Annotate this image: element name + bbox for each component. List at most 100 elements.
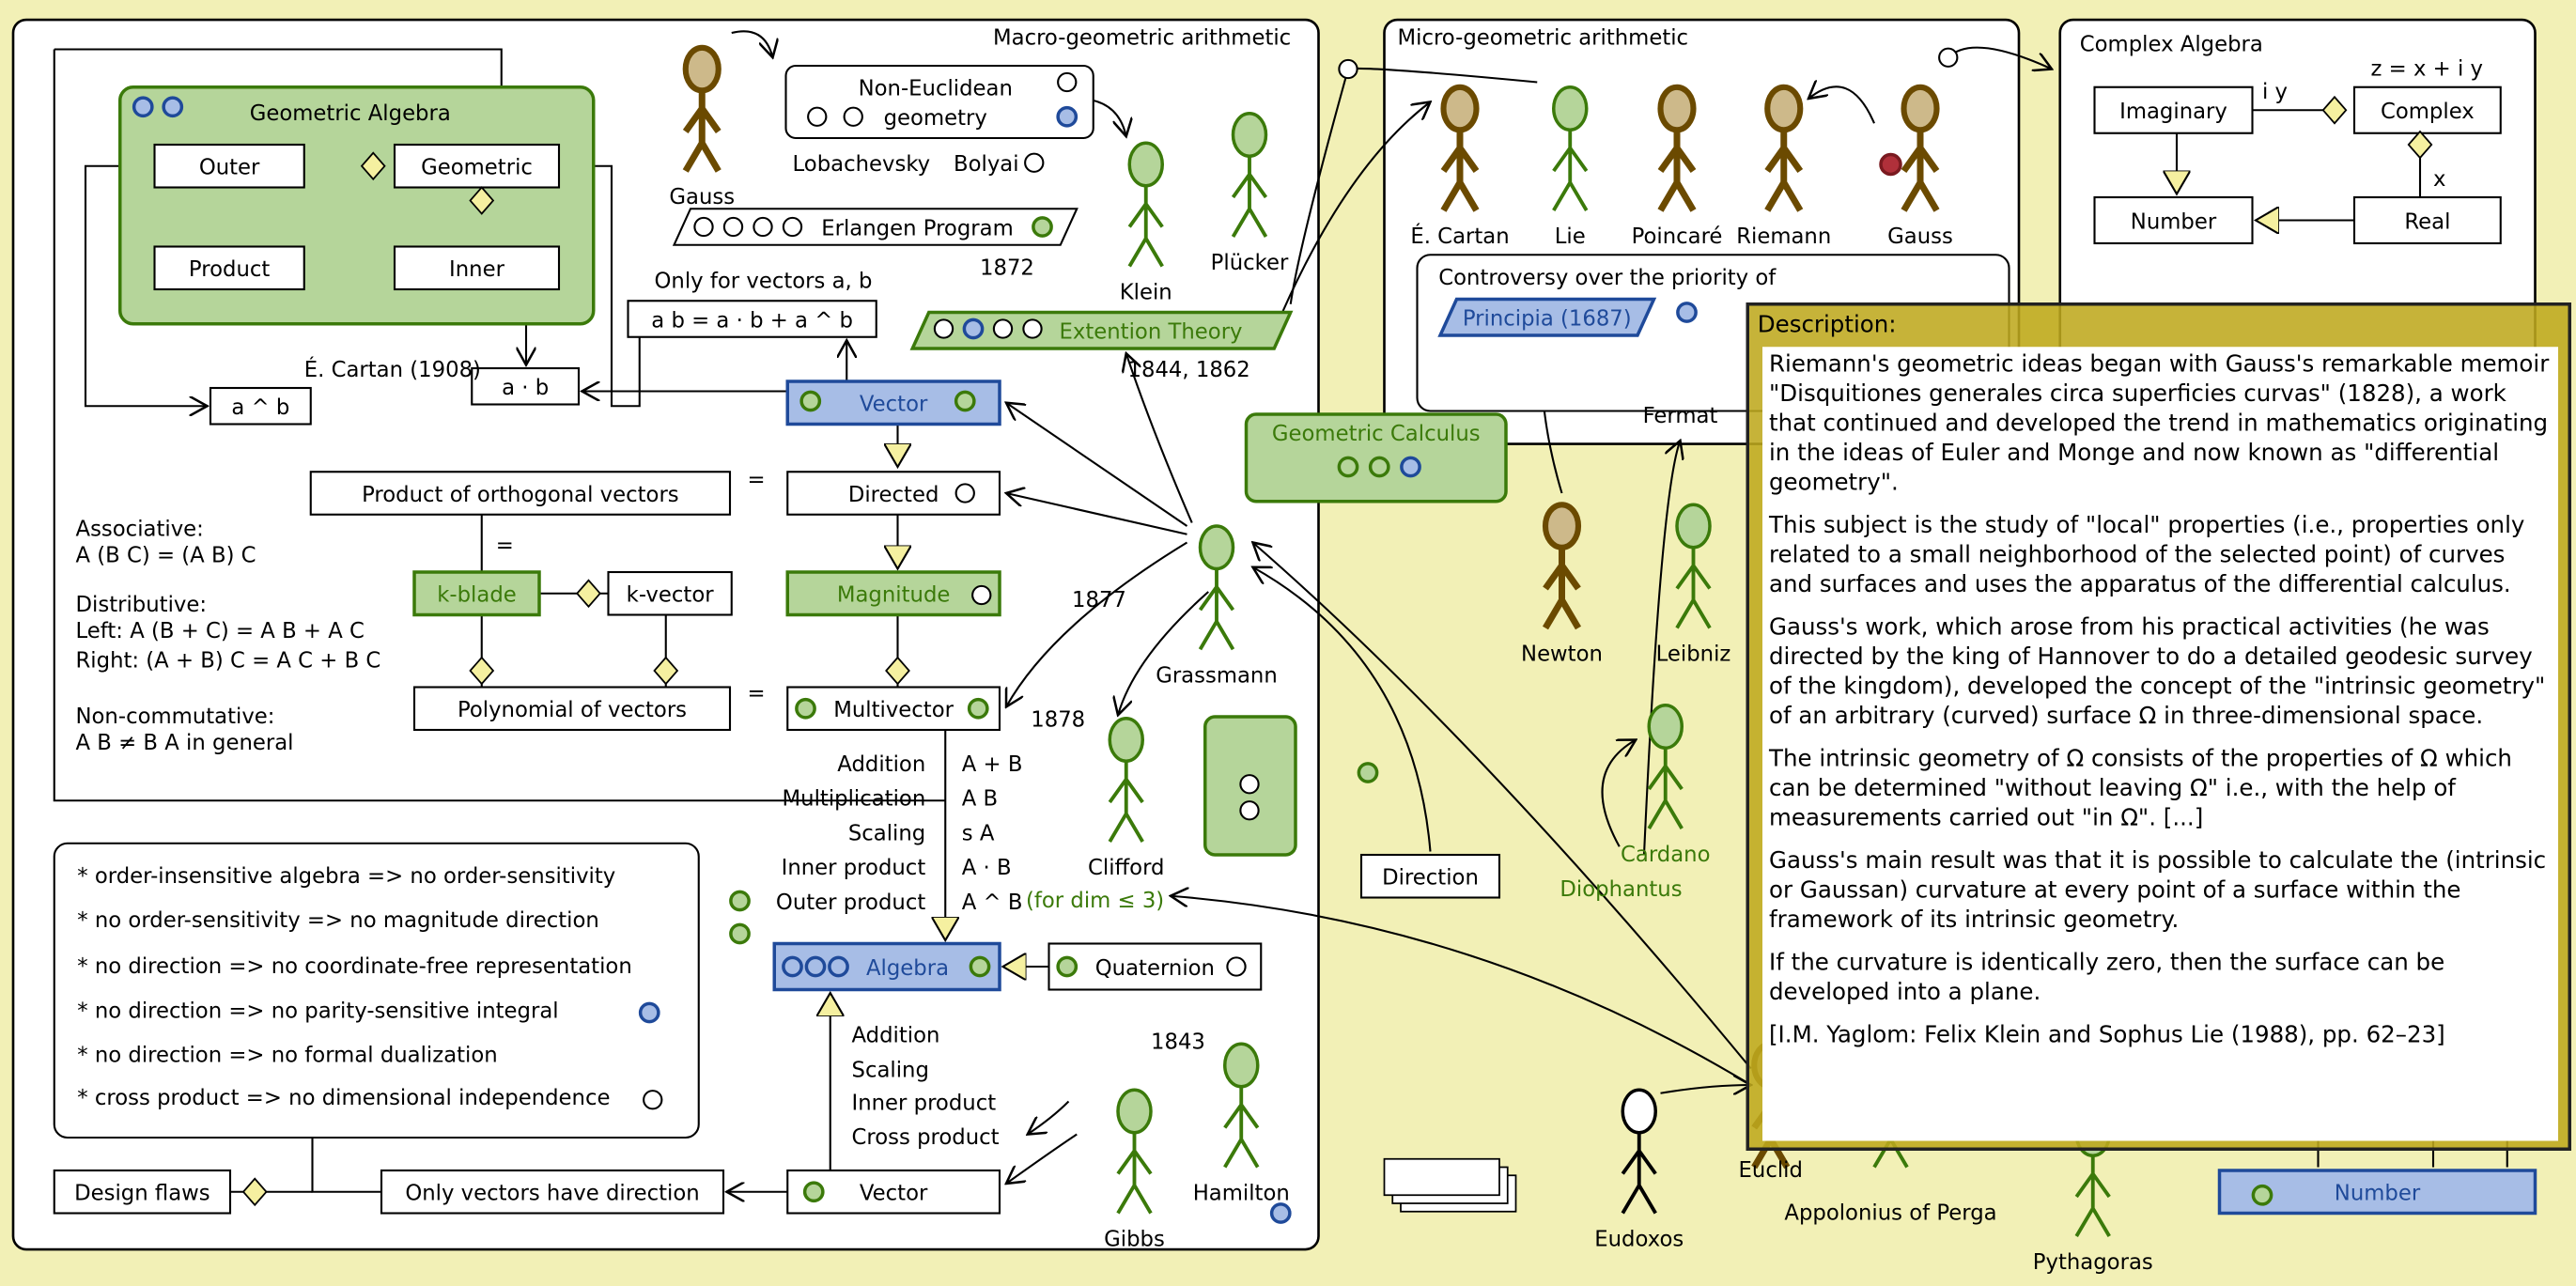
feature-dot-icon[interactable] [1368,456,1390,478]
algebra-rule: A (B C) = (A B) C [76,544,256,568]
feature-dot-icon[interactable] [967,697,989,720]
feature-dot-icon[interactable] [802,1181,825,1203]
geometric-box[interactable]: Geometric [393,143,561,189]
feature-dot-icon[interactable] [954,483,975,504]
person-leibniz[interactable]: Leibniz [1656,503,1731,667]
year-label: 1844, 1862 [1128,358,1250,382]
feature-dot-icon[interactable] [795,697,816,720]
feature-dot-icon[interactable] [753,216,773,238]
cartan-1908-label: É. Cartan (1908) [304,356,481,382]
complex-box[interactable]: Complex [2352,85,2502,134]
feature-dot-icon[interactable] [971,584,992,606]
feature-dot-icon[interactable] [843,106,863,127]
dot-box[interactable]: a · b [471,366,581,406]
product-box-label: Product [189,257,270,282]
person-plucker[interactable]: Plücker [1211,112,1289,275]
feature-dot-icon[interactable] [828,955,849,978]
imaginary-box[interactable]: Imaginary [2093,85,2254,134]
feature-dot-icon[interactable] [1056,955,1079,978]
multivector-box[interactable]: Multivector [786,686,1001,732]
erlangen-program-box[interactable]: Erlangen Program [672,208,1079,246]
feature-dot-icon[interactable] [1032,216,1053,238]
person-hamilton[interactable]: Hamilton [1193,1042,1290,1206]
feature-dot-icon[interactable] [162,96,184,118]
person-gibbs[interactable]: Gibbs [1104,1088,1165,1252]
person-poincare[interactable]: Poincaré [1632,84,1723,249]
feature-dot-icon[interactable] [969,955,991,978]
person-lie[interactable]: Lie [1552,85,1589,249]
feature-dot-icon[interactable] [638,1001,660,1024]
feature-dot-icon[interactable] [1056,105,1079,128]
feature-dot-icon[interactable] [1057,71,1078,93]
feature-dot-icon[interactable] [807,106,828,127]
person-gauss[interactable]: Gauss [669,44,735,209]
principia-box[interactable]: Principia (1687) [1437,297,1657,337]
feature-dot-icon[interactable] [1400,456,1421,478]
feature-dot-icon[interactable] [1226,956,1247,977]
feature-dot-icon[interactable] [1269,1202,1292,1224]
person-clifford[interactable]: Clifford [1088,717,1165,880]
feature-dot-icon[interactable] [954,390,976,412]
feature-dot-icon[interactable] [1676,302,1698,323]
feature-dot-icon[interactable] [729,890,751,912]
real-box[interactable]: Real [2352,195,2502,245]
feature-dot-icon[interactable] [1938,47,1959,68]
feature-dot-icon[interactable] [132,96,154,118]
feature-dot-icon[interactable] [782,216,803,238]
person-riemann[interactable]: Riemann [1736,84,1831,249]
feature-dot-icon[interactable] [1239,800,1260,821]
stick-figure-icon [2074,1155,2111,1237]
quaternion-box[interactable]: Quaternion [1047,942,1263,991]
person-name: Newton [1521,643,1603,667]
feature-dot-icon[interactable] [1338,58,1358,80]
feature-dot-icon[interactable] [1357,762,1379,783]
k-vector-box[interactable]: k-vector [607,570,733,616]
wedge-box[interactable]: a ^ b [209,386,312,426]
aggregation-diamond-icon [241,1177,268,1207]
design-flaws-list[interactable] [53,842,700,1139]
number-box[interactable]: Number [2093,195,2254,245]
feature-dot-icon[interactable] [933,318,954,339]
formula-box[interactable]: a b = a · b + a ^ b [627,300,877,338]
product-orthogonal-box[interactable]: Product of orthogonal vectors [309,471,732,516]
feature-dot-icon[interactable] [1024,152,1045,173]
feature-dot-icon[interactable] [799,390,822,412]
outer-box[interactable]: Outer [153,143,305,189]
direction-box-shape [1359,853,1501,899]
polynomial-box[interactable]: Polynomial of vectors [412,686,732,732]
k-blade-box[interactable]: k-blade [412,570,541,617]
feature-dot-icon[interactable] [804,955,827,978]
person-klein[interactable]: Klein [1120,141,1172,305]
person-cardano[interactable]: Cardano [1621,704,1711,867]
person-eudoxos[interactable]: Eudoxos [1594,1088,1684,1252]
person-grassmann[interactable]: Grassmann [1156,524,1278,688]
feature-dot-icon[interactable] [643,1090,663,1110]
person-newton[interactable]: Newton [1521,502,1603,667]
magnitude-box[interactable]: Magnitude [785,570,1001,617]
algebra-box-label: Algebra [866,956,949,981]
inner-box[interactable]: Inner [393,245,561,291]
feature-dot-icon[interactable] [693,216,714,238]
only-vectors-direction-box[interactable]: Only vectors have direction [380,1169,725,1215]
operation-expression: s A [962,821,995,845]
feature-dot-icon[interactable] [1337,456,1359,478]
feature-dot-icon[interactable] [2251,1184,2273,1206]
product-box[interactable]: Product [153,245,305,291]
feature-dot-icon[interactable] [1022,318,1043,339]
feature-dot-icon[interactable] [1239,774,1260,795]
feature-dot-icon[interactable] [722,216,744,238]
person-cartan[interactable]: É. Cartan [1410,84,1510,249]
geometric-algebra-title: Geometric Algebra [250,101,451,126]
design-flaw-item: * cross product => no dimensional indepe… [77,1086,610,1110]
direction-box[interactable]: Direction [1359,853,1501,899]
operation-name: Multiplication [783,787,926,812]
selected-marker-icon[interactable] [1879,152,1902,177]
vector-bottom-box-label: Vector [860,1182,928,1206]
person-gauss2[interactable]: Gauss [1887,84,1953,249]
feature-dot-icon[interactable] [782,955,803,978]
feature-dot-icon[interactable] [992,318,1014,339]
feature-dot-icon[interactable] [962,318,985,340]
design-flaws-box[interactable]: Design flaws [53,1169,232,1215]
feature-dot-icon[interactable] [729,922,751,945]
multivector-box-shape [786,686,1001,732]
